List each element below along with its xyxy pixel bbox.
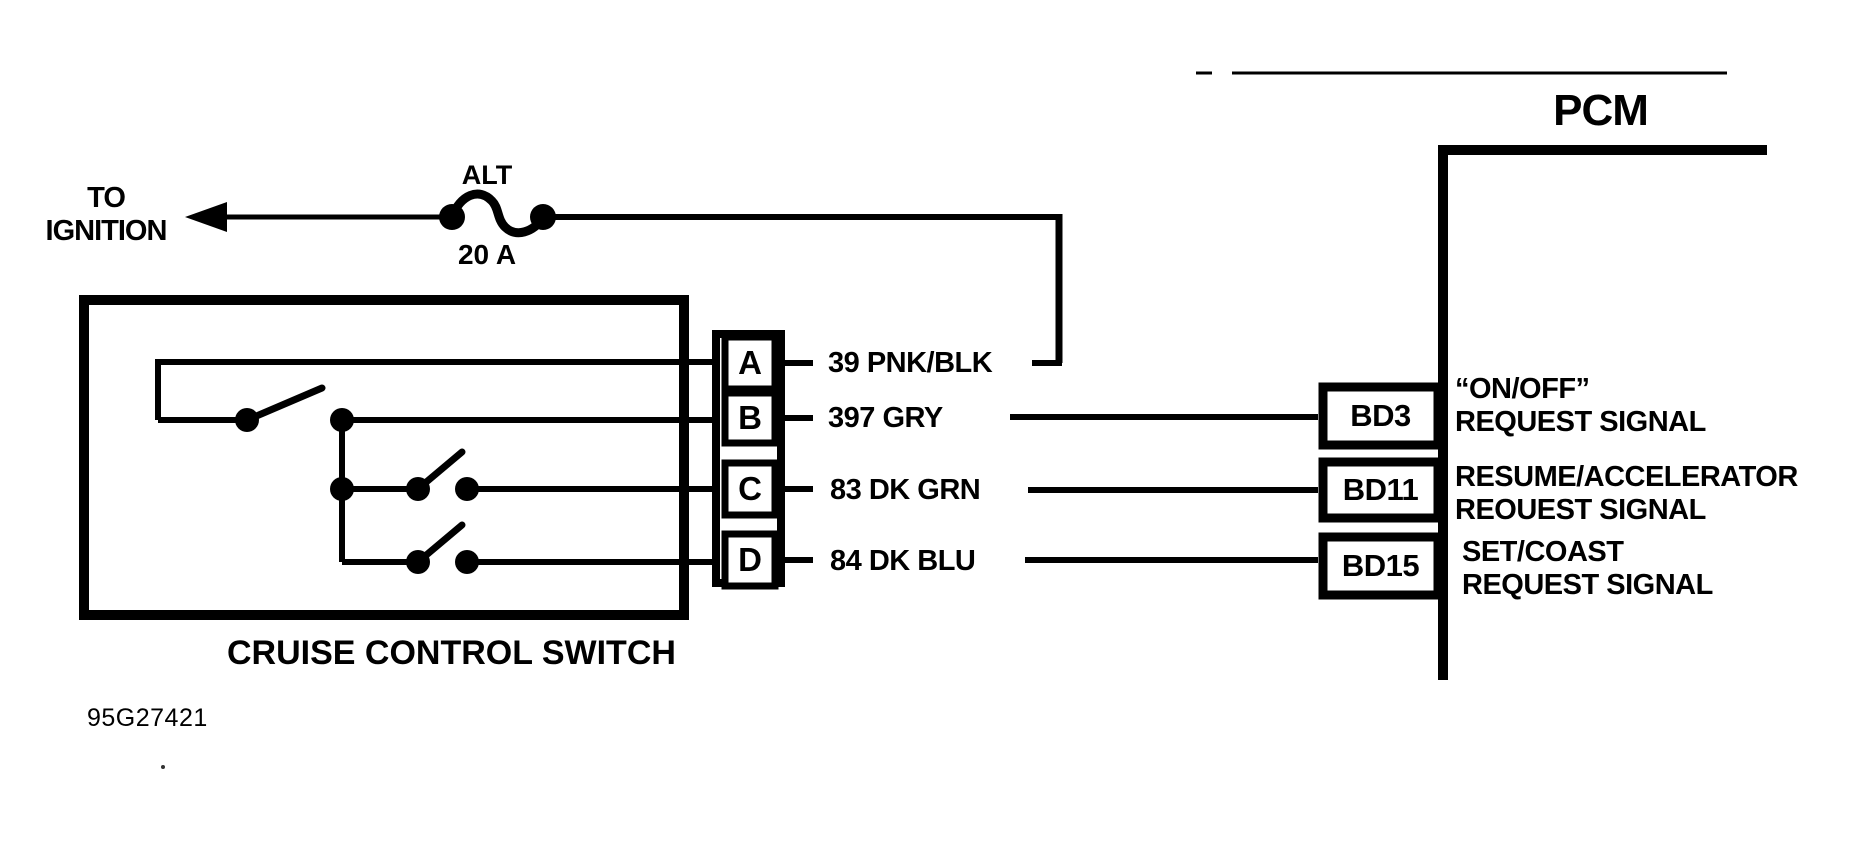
connector-pinA-box <box>721 333 779 393</box>
fuse-rating-label: 20 A <box>457 239 517 270</box>
connector-pinC-box <box>721 459 779 519</box>
wire-label-pnk-blk: 39 PNK/BLK <box>828 347 993 379</box>
cruise-control-switch-box <box>79 295 689 620</box>
signal-setcoast-line2: REQUEST SIGNAL <box>1462 569 1713 601</box>
pcm-boundary-line <box>1438 145 1767 680</box>
pcm-terminal-bd3-label: BD3 <box>1350 398 1411 433</box>
left-arrowhead-icon <box>185 202 227 232</box>
pcm-terminal-bd15-label: BD15 <box>1341 548 1420 583</box>
ignition-destination-label: TO IGNITION <box>28 182 184 248</box>
pin-letter-a: A <box>738 344 762 381</box>
connector-pinD-box <box>721 530 779 590</box>
pcm-terminal-bd3-box <box>1318 382 1443 450</box>
ignition-destination-line1: TO <box>87 182 126 214</box>
signal-onoff-line2: REQUEST SIGNAL <box>1455 406 1706 438</box>
signal-resume-line1: RESUME/ACCELERATOR <box>1455 461 1798 493</box>
signal-onoff-line1: “ON/OFF” <box>1455 373 1590 405</box>
pcm-terminal-bd11-label: BD11 <box>1342 472 1419 507</box>
wire-label-dk-grn: 83 DK GRN <box>830 474 981 506</box>
signal-resume-line2: REOUEST SIGNAL <box>1455 494 1706 526</box>
signal-onoff: “ON/OFF” REQUEST SIGNAL <box>1455 373 1706 439</box>
pcm-terminal-bd15-box <box>1318 532 1443 600</box>
pcm-terminal-bd11-box <box>1318 457 1443 523</box>
figure-id: 95G27421 <box>87 704 208 732</box>
signal-setcoast-line1: SET/COAST <box>1462 536 1624 568</box>
pin-letter-b: B <box>738 399 762 436</box>
wire-label-gry: 397 GRY <box>828 402 943 434</box>
signal-set-coast: SET/COAST REQUEST SIGNAL <box>1462 536 1713 602</box>
pin-letter-c: C <box>738 470 762 507</box>
signal-resume-accelerator: RESUME/ACCELERATOR REOUEST SIGNAL <box>1455 461 1798 527</box>
pcm-title: PCM <box>1553 86 1649 135</box>
ignition-destination-line2: IGNITION <box>45 215 168 247</box>
fuse-name-label: ALT <box>461 160 513 190</box>
fuse-element-icon <box>447 189 548 238</box>
wire-label-dk-blu: 84 DK BLU <box>830 545 976 577</box>
scan-speck <box>161 765 165 769</box>
cruise-control-switch-label: CRUISE CONTROL SWITCH <box>227 634 676 672</box>
resume-switch-blade <box>414 448 466 493</box>
pin-letter-d: D <box>738 541 762 578</box>
connector-pinB-box <box>721 389 779 447</box>
setcoast-switch-blade <box>414 521 466 566</box>
onoff-switch-blade <box>243 384 326 424</box>
